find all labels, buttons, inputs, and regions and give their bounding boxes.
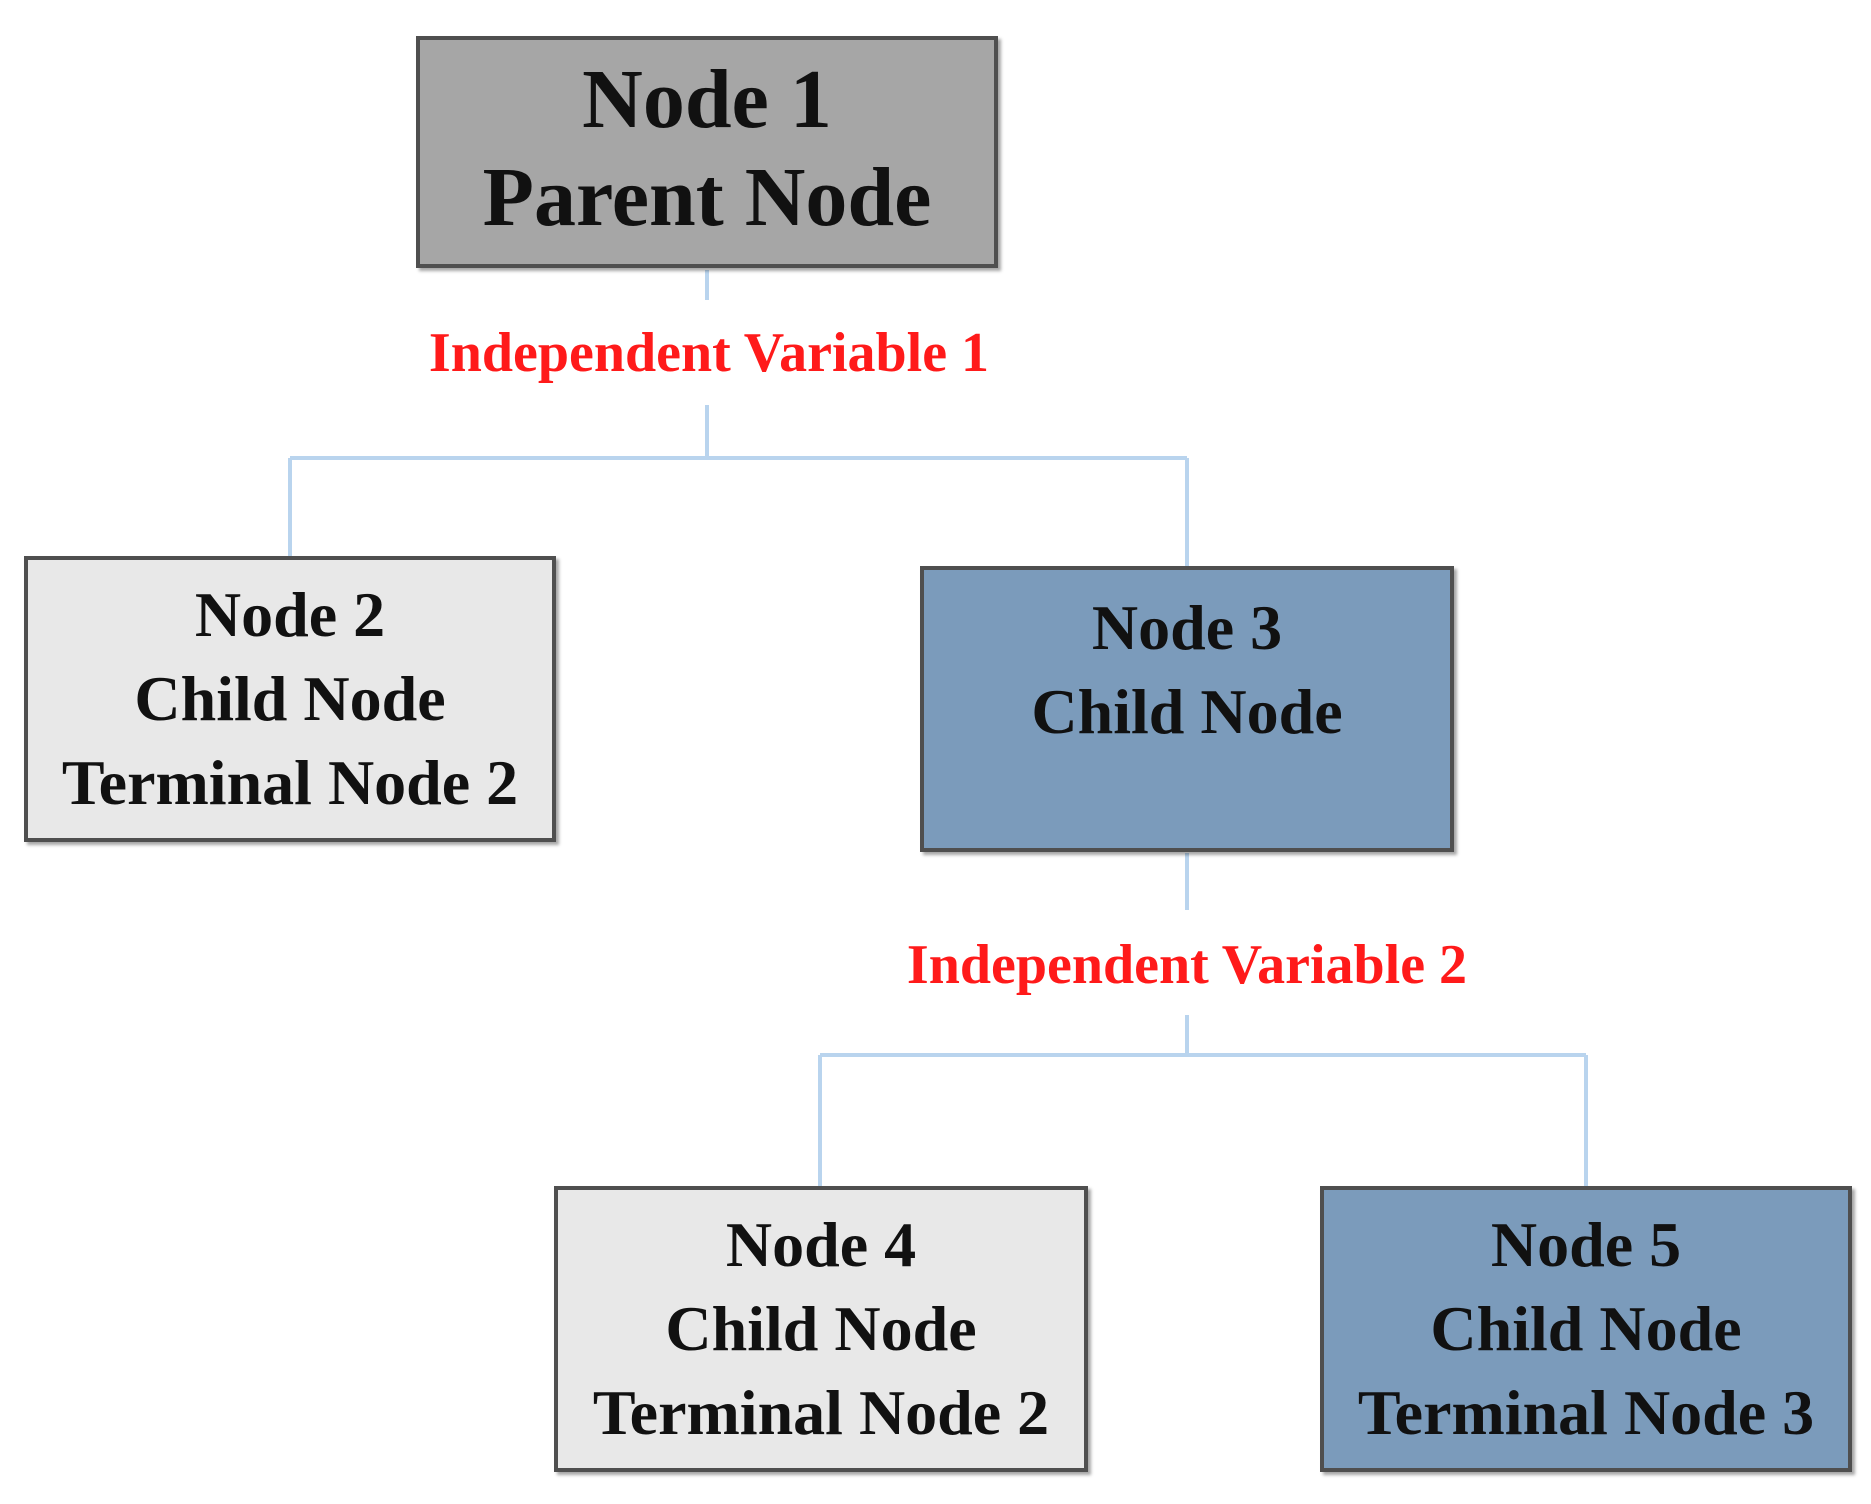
split-label-independent-variable-2: Independent Variable 2 [906, 934, 1468, 996]
node-2-terminal: Terminal Node 2 [61, 747, 519, 818]
node-5-title: Node 5 [1490, 1209, 1682, 1280]
node-4-role: Child Node [665, 1293, 977, 1364]
node-5-terminal-node: Node 5 Child Node Terminal Node 3 [1320, 1186, 1852, 1472]
node-3-child-node: Node 3 Child Node [920, 566, 1454, 852]
node-5-terminal: Terminal Node 3 [1357, 1377, 1815, 1448]
node-4-terminal-node: Node 4 Child Node Terminal Node 2 [554, 1186, 1088, 1472]
node-2-title: Node 2 [194, 579, 386, 650]
node-2-role: Child Node [134, 663, 446, 734]
node-1-parent-node: Node 1 Parent Node [416, 36, 998, 268]
node-3-role: Child Node [1031, 676, 1343, 747]
node-2-terminal-node: Node 2 Child Node Terminal Node 2 [24, 556, 556, 842]
node-4-terminal: Terminal Node 2 [592, 1377, 1050, 1448]
node-1-title: Node 1 [582, 53, 832, 146]
node-1-role: Parent Node [482, 151, 932, 244]
split-label-independent-variable-1: Independent Variable 1 [428, 322, 990, 384]
node-4-title: Node 4 [725, 1209, 917, 1280]
node-3-title: Node 3 [1091, 592, 1283, 663]
node-5-role: Child Node [1430, 1293, 1742, 1364]
